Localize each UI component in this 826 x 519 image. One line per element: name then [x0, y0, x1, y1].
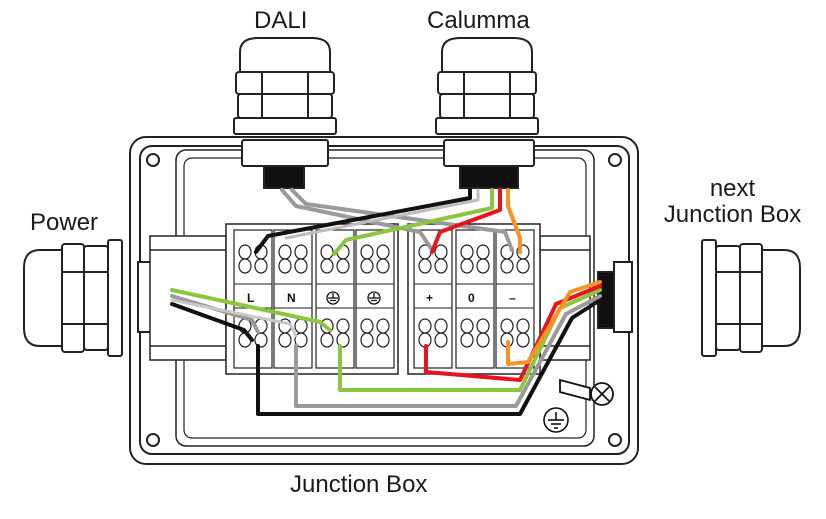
terminal-earth-2 — [355, 229, 395, 369]
wires — [170, 188, 602, 416]
terminal-clamp — [476, 318, 490, 334]
next-junction-box-label-line2: Junction Box — [663, 201, 802, 229]
wire-out-gray — [294, 294, 602, 408]
wire-dali-white — [290, 188, 514, 252]
terminal-clamp — [278, 244, 292, 260]
terminal-minus — [495, 229, 535, 369]
wire-calumma-red — [430, 188, 502, 254]
terminal-clamp — [516, 318, 530, 334]
wire-calumma-green — [332, 188, 494, 256]
dali-cable-gland — [233, 37, 337, 189]
terminal-clamp — [360, 332, 374, 348]
terminal-clamp — [294, 332, 308, 348]
corner-holes — [146, 153, 622, 447]
terminal-clamp — [500, 318, 514, 334]
terminal-zero — [455, 229, 495, 369]
next-junction-box-label: next Junction Box — [645, 175, 820, 229]
screw-icon — [559, 378, 614, 406]
junction-box-label: Junction Box — [290, 471, 428, 498]
terminal-l — [233, 229, 273, 369]
terminal-clamp — [320, 258, 334, 274]
terminal-clamp — [516, 332, 530, 348]
terminal-clamp — [376, 318, 390, 334]
terminal-clamp — [254, 332, 268, 348]
terminal-clamp — [418, 318, 432, 334]
terminal-clamp — [320, 244, 334, 260]
terminal-clamp — [434, 244, 448, 260]
terminal-clamp — [238, 244, 252, 260]
terminal-clamp — [278, 332, 292, 348]
wire-power-white — [170, 298, 298, 338]
terminal-clamp — [434, 332, 448, 348]
terminal-label-n: N — [287, 291, 296, 305]
terminal-clamp — [500, 258, 514, 274]
terminal-block-group — [225, 223, 541, 375]
terminal-clamp — [460, 332, 474, 348]
terminal-clamp — [460, 318, 474, 334]
calumma-cable-gland — [435, 37, 539, 189]
wire-calumma-orange — [506, 188, 522, 254]
terminal-clamp — [320, 332, 334, 348]
wire-power-green — [170, 288, 332, 332]
earth-terminal-icon — [326, 291, 381, 305]
wire-out-green — [338, 288, 602, 392]
terminal-clamp — [294, 258, 308, 274]
terminal-clamp — [360, 318, 374, 334]
terminal-label-l: L — [247, 291, 254, 305]
terminal-clamp — [336, 318, 350, 334]
terminal-clamp — [294, 318, 308, 334]
terminal-label-plus: + — [426, 291, 433, 305]
wire-out-red — [424, 284, 602, 382]
calumma-label: Calumma — [427, 7, 530, 34]
terminal-clamp — [460, 244, 474, 260]
earth-ground-icon — [543, 407, 569, 433]
terminal-clamp — [376, 332, 390, 348]
next-junction-box-label-line1: next — [709, 175, 756, 202]
dali-label: DALI — [254, 7, 308, 34]
terminal-clamp — [360, 244, 374, 260]
terminal-clamp — [336, 332, 350, 348]
terminal-clamp — [376, 244, 390, 260]
wire-power-black — [170, 302, 254, 342]
terminal-clamp — [376, 258, 390, 274]
wire-calumma-black — [254, 188, 472, 254]
wire-calumma-white — [284, 188, 480, 240]
power-label: Power — [30, 209, 99, 236]
next-junction-box-cable-gland — [597, 239, 801, 357]
terminal-clamp — [516, 258, 530, 274]
terminal-clamp — [278, 258, 292, 274]
terminal-clamp — [476, 332, 490, 348]
terminal-clamp — [294, 244, 308, 260]
wire-out-orange — [506, 280, 602, 366]
terminal-clamp — [460, 258, 474, 274]
terminal-clamp — [254, 258, 268, 274]
terminal-clamp — [418, 258, 432, 274]
terminal-label-minus: – — [509, 291, 516, 305]
terminal-clamp — [360, 258, 374, 274]
terminal-clamp — [434, 258, 448, 274]
terminal-label-zero: 0 — [468, 291, 475, 305]
terminal-clamp — [336, 258, 350, 274]
terminal-clamp — [476, 258, 490, 274]
terminal-clamp — [434, 318, 448, 334]
terminal-clamp — [238, 258, 252, 274]
terminal-clamp — [476, 244, 490, 260]
wire-out-black — [256, 298, 602, 416]
terminal-n — [273, 229, 313, 369]
